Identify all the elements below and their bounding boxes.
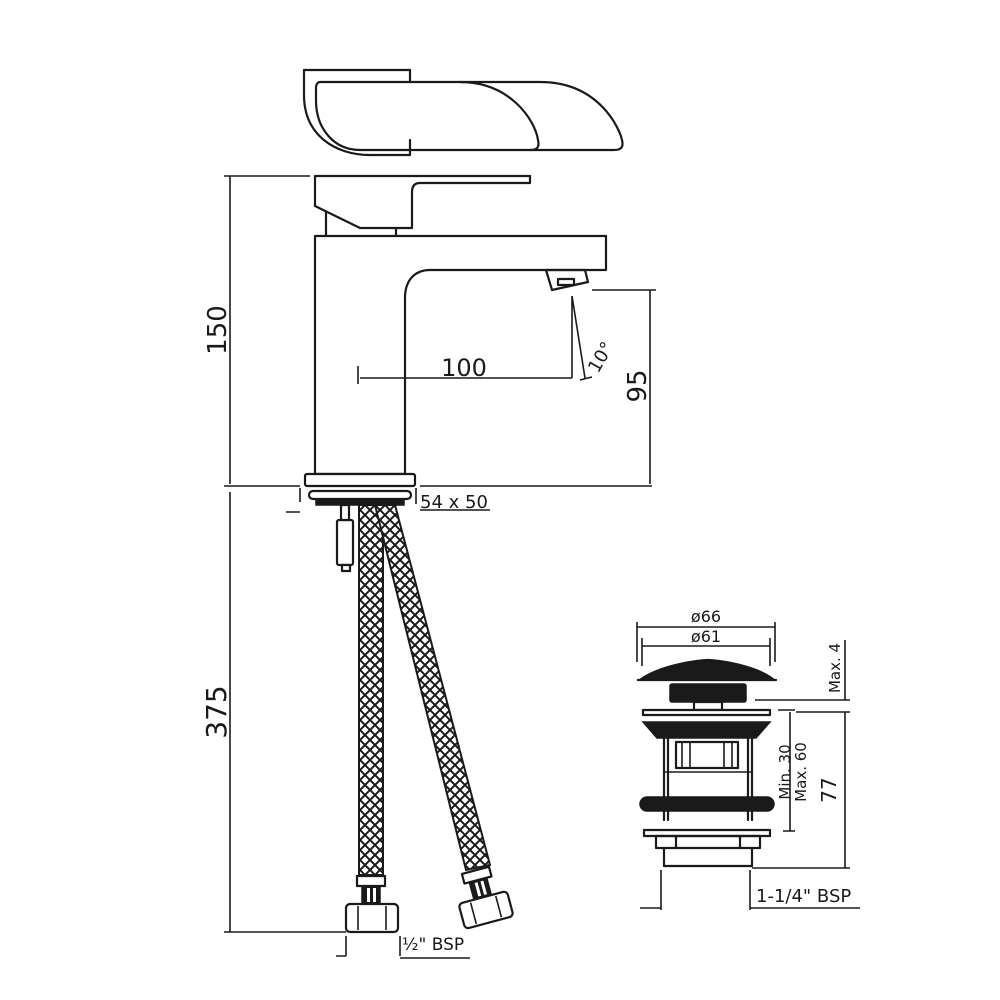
- dim-reach-label: 100: [441, 354, 487, 382]
- dim-cap-outer-label: ø66: [691, 607, 721, 626]
- tap-top-view: [302, 68, 624, 157]
- dim-thread-label: 1-1/4" BSP: [756, 886, 851, 907]
- dim-body-height-label: 77: [817, 777, 841, 802]
- dim-cap-lift-label: Max. 4: [826, 643, 844, 693]
- waste-dimension-lines: [636, 622, 860, 910]
- dim-basin-min-label: Min. 30: [776, 744, 794, 799]
- dim-height-label: 150: [203, 305, 233, 355]
- dim-hose-length-label: 375: [200, 685, 233, 738]
- dim-basin-max-label: Max. 60: [792, 742, 810, 802]
- waste-drawing: [636, 658, 778, 868]
- supply-hoses: [335, 503, 514, 934]
- tap-dimension-lines: [224, 175, 656, 959]
- tap-side-view: [303, 174, 608, 506]
- dim-hose-connector-label: ½" BSP: [402, 935, 464, 955]
- dim-base-plate-label: 54 x 50: [420, 492, 488, 513]
- dim-spout-height-label: 95: [623, 369, 653, 402]
- dim-cap-inner-label: ø61: [691, 627, 721, 646]
- dim-angle-label: 10°: [584, 338, 618, 376]
